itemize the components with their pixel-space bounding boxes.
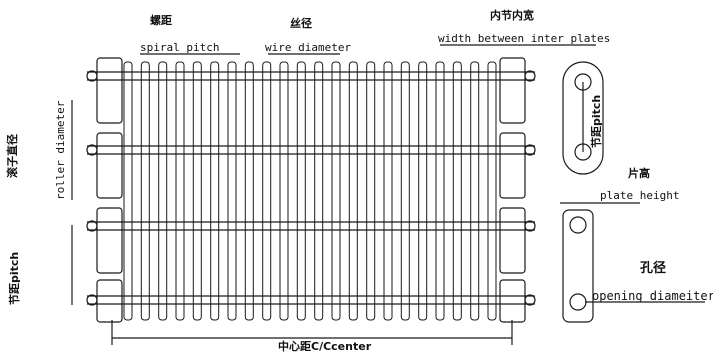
spiral-wire — [175, 61, 185, 321]
right-chain-plate-bottom — [499, 207, 526, 274]
spiral-wire — [487, 61, 497, 321]
spiral-wire — [262, 61, 272, 321]
roller-diameter-label-cn: 滚子直径 — [6, 134, 19, 178]
left-rod-end-2 — [86, 144, 98, 156]
center-distance-label: 中心距C/Ccenter — [278, 340, 372, 353]
spiral-wire — [383, 61, 393, 321]
plate-height-hole-top — [569, 216, 587, 234]
spiral-wire — [227, 61, 237, 321]
inner-width-label-cn: 内节内宽 — [490, 9, 534, 22]
spiral-wire — [210, 61, 220, 321]
opening-diameter-label-en: opening diameiter — [592, 289, 713, 303]
plate-height-label-cn: 片高 — [628, 167, 650, 180]
left-rod-end-1 — [86, 70, 98, 82]
spiral-wire — [158, 61, 168, 321]
spiral-wire — [400, 61, 410, 321]
spiral-wire — [418, 61, 428, 321]
spiral-wire — [192, 61, 202, 321]
spiral-wire — [470, 61, 480, 321]
left-rod-end-4 — [86, 294, 98, 306]
right-chain-plate-middle — [499, 132, 526, 199]
spiral-wire — [435, 61, 445, 321]
spiral-wire — [296, 61, 306, 321]
right-chain-plate-lower — [499, 279, 526, 323]
plate-height-plate — [562, 209, 594, 323]
opening-diameter-label-cn: 孔径 — [640, 261, 667, 276]
wire-diameter-label-en: wire diameter — [265, 41, 352, 54]
right-chain-plate-top — [499, 57, 526, 124]
right-rod-end-1 — [524, 70, 536, 82]
spiral-wire — [331, 61, 341, 321]
right-rod-end-4 — [524, 294, 536, 306]
left-chain-plate-bottom — [96, 207, 123, 274]
pitch-left-label: 节距pitch — [8, 251, 21, 305]
wire-diameter-label-cn: 丝径 — [290, 17, 312, 30]
left-chain-plate-lower — [96, 279, 123, 323]
spiral-wire — [348, 61, 358, 321]
spiral-pitch-label-cn: 螺距 — [150, 14, 172, 27]
spiral-wire — [123, 61, 133, 321]
right-rod-end-2 — [524, 144, 536, 156]
spiral-pitch-label-en: spiral pitch — [140, 41, 220, 54]
right-rod-end-3 — [524, 220, 536, 232]
spiral-wire — [452, 61, 462, 321]
spiral-wire — [314, 61, 324, 321]
spiral-wire — [366, 61, 376, 321]
left-chain-plate-middle — [96, 132, 123, 199]
left-chain-plate-top — [96, 57, 123, 124]
plate-height-label-en: plate height — [600, 189, 680, 202]
spiral-wire — [140, 61, 150, 321]
roller-diameter-label-en: roller diameter — [54, 100, 67, 200]
spiral-wire — [244, 61, 254, 321]
inner-width-label-en: width between inter plates — [438, 32, 611, 45]
left-rod-end-3 — [86, 220, 98, 232]
plate-height-hole-bottom — [569, 293, 587, 311]
pitch-right-label: 节距pitch — [590, 94, 603, 148]
spiral-wire — [279, 61, 289, 321]
pitch-plate — [562, 61, 604, 175]
